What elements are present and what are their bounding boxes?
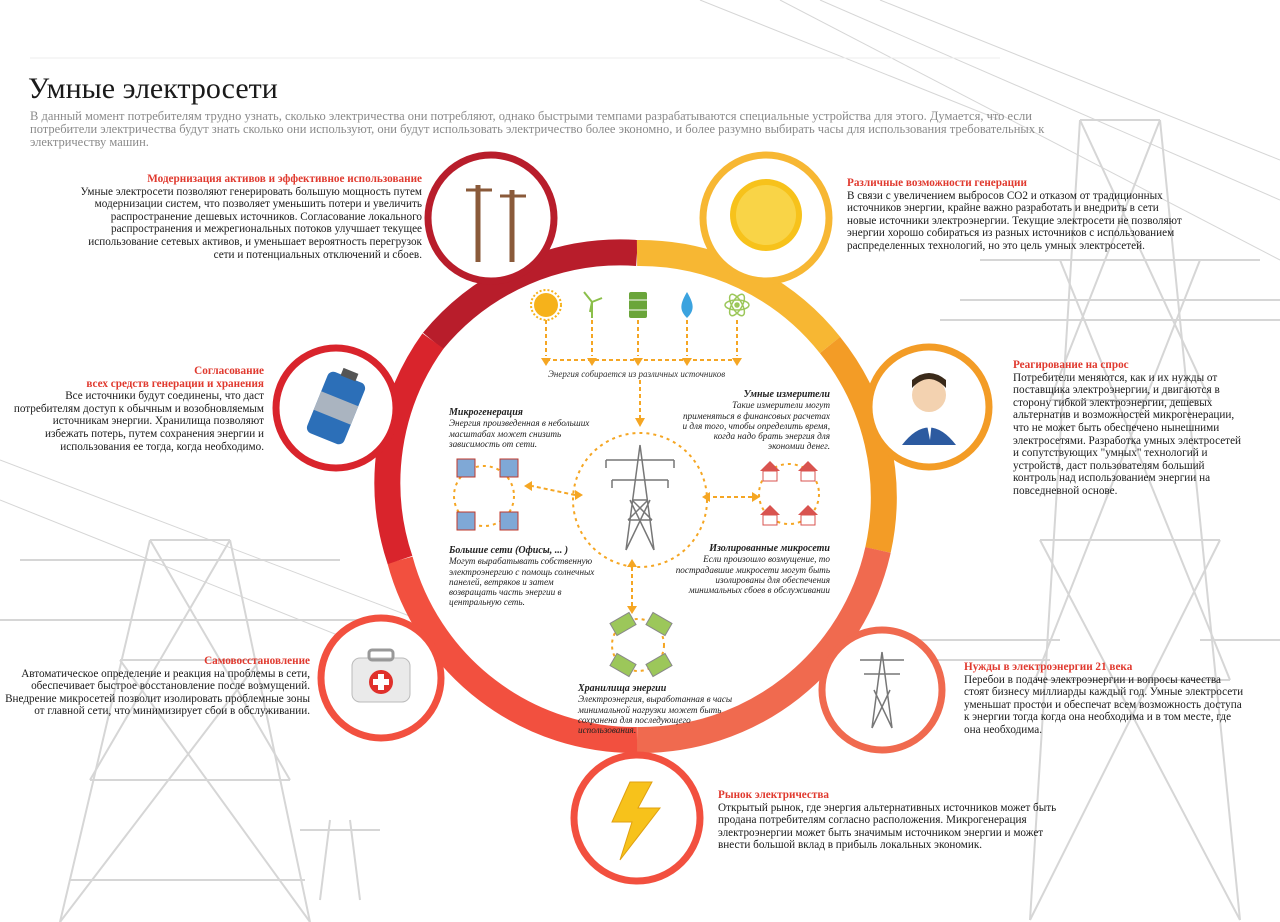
lightning-icon [611, 781, 662, 861]
section-selfheal: Самовосстановление Автоматическое опреде… [4, 655, 310, 718]
ring-segment-left [374, 333, 444, 565]
section-heading: Рынок электричества [718, 789, 829, 801]
section-heading-line2: всех средств генерации и хранения [86, 377, 264, 390]
utility-poles-icon [466, 185, 526, 262]
section-heading: Нужды в электроэнергии 21 века [964, 661, 1133, 673]
sun-icon [530, 289, 562, 321]
section-text: Автоматическое определение и реакция на … [5, 667, 310, 718]
section-text: Открытый рынок, где энергия альтернативн… [718, 801, 1057, 852]
houses-icons [760, 461, 818, 526]
section-heading: Модернизация активов и эффективное испол… [147, 173, 422, 185]
center-heading: Микрогенерация [449, 407, 523, 418]
pylon-icon [860, 651, 904, 729]
section-needs21: Нужды в электроэнергии 21 века Перебои в… [964, 661, 1248, 737]
storage-batteries-icons [609, 611, 673, 678]
pylon-icon [605, 444, 675, 551]
section-heading-line1: Согласование [194, 365, 264, 377]
center-storage: Хранилища энергии Электроэнергия, вырабо… [578, 683, 748, 736]
intro-paragraph: В данный момент потребителям трудно узна… [30, 109, 1045, 149]
sources-label: Энергия собирается из различных источник… [548, 369, 726, 379]
center-heading: Умные измерители [743, 389, 830, 400]
center-isolated: Изолированные микросети Если произошло в… [672, 543, 830, 596]
section-text: Перебои в подаче электроэнергии и вопрос… [964, 673, 1244, 736]
center-text: Энергия произведенная в небольших масшта… [449, 418, 590, 449]
center-heading: Большие сети (Офисы, ... ) [449, 545, 569, 556]
section-text: Все источники будут соединены, что даст … [13, 390, 264, 453]
battery-icon [306, 367, 366, 445]
fuel-barrel-icon [629, 292, 647, 318]
section-generation: Различные возможности генерации В связи … [847, 177, 1187, 253]
section-market: Рынок электричества Открытый рынок, где … [718, 789, 1058, 852]
center-heading: Изолированные микросети [709, 543, 830, 554]
ring-segment-bottom-right [636, 547, 891, 754]
section-heading: Самовосстановление [204, 655, 310, 667]
office-buildings-icons [456, 458, 519, 531]
center-text: Такие измерители могут применяться в фин… [682, 400, 830, 452]
section-heading: Реагирование на спрос [1013, 359, 1129, 371]
atom-icon [724, 293, 750, 317]
page-title: Умные электросети [28, 72, 278, 105]
first-aid-kit-icon [351, 648, 411, 703]
center-text: Могут вырабатывать собственную электроэн… [449, 556, 595, 608]
center-microgeneration: Микрогенерация Энергия произведенная в н… [449, 407, 599, 449]
ring-segment-bottom-left [387, 556, 638, 754]
water-drop-icon [681, 292, 693, 318]
person-icon [902, 373, 956, 445]
section-heading: Различные возможности генерации [847, 177, 1027, 189]
center-big-grids: Большие сети (Офисы, ... ) Могут вырабат… [449, 545, 599, 608]
center-text: Если произошло возмущение, то пострадавш… [675, 554, 830, 596]
section-coordination: Согласование всех средств генерации и хр… [8, 365, 264, 453]
section-modernization: Модернизация активов и эффективное испол… [70, 173, 422, 261]
section-text: Умные электросети позволяют генерировать… [80, 185, 422, 261]
center-heading: Хранилища энергии [578, 683, 667, 694]
sun-icon [730, 179, 802, 251]
center-smart-meters: Умные измерители Такие измерители могут … [680, 389, 830, 452]
section-text: В связи с увеличением выбросов CO2 и отк… [847, 189, 1182, 252]
wind-turbine-icon [583, 291, 603, 318]
section-demand: Реагирование на спрос Потребители меняют… [1013, 359, 1249, 498]
section-text: Потребители меняются, как и их нужды от … [1013, 371, 1242, 497]
center-text: Электроэнергия, выработанная в часы мини… [578, 694, 733, 736]
